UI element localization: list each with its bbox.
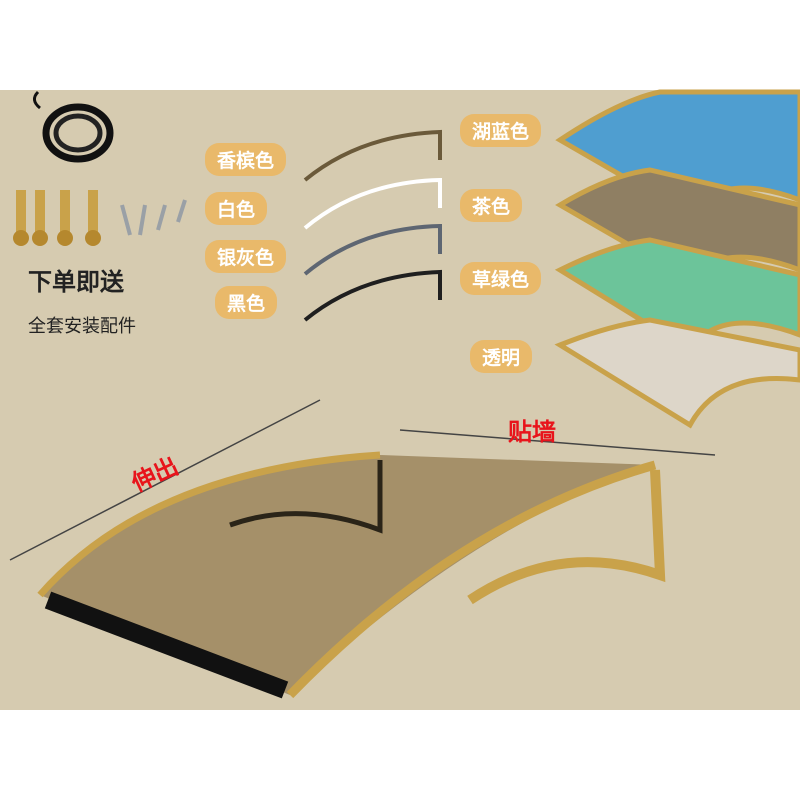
bracket-color-black: 黑色 <box>215 286 278 319</box>
bracket-samples <box>303 129 442 322</box>
main-canopy <box>9 399 716 699</box>
wall-width-label: 贴墙 <box>508 418 556 446</box>
panel-color-grass-green: 草绿色 <box>460 262 542 295</box>
screws-icon <box>120 199 187 236</box>
expansion-bolts-icon <box>13 190 101 246</box>
accessories-title: 下单即送 <box>28 268 124 296</box>
bracket-color-silver-gray: 银灰色 <box>205 240 287 273</box>
sealing-strip-icon <box>33 90 114 163</box>
panel-color-transparent: 透明 <box>470 340 533 373</box>
bracket-color-champagne: 香槟色 <box>205 143 287 176</box>
panel-color-lake-blue: 湖蓝色 <box>460 114 542 147</box>
accessories-subtitle: 全套安装配件 <box>28 316 136 337</box>
bracket-color-white: 白色 <box>205 192 268 225</box>
panel-color-tea: 茶色 <box>460 189 523 222</box>
